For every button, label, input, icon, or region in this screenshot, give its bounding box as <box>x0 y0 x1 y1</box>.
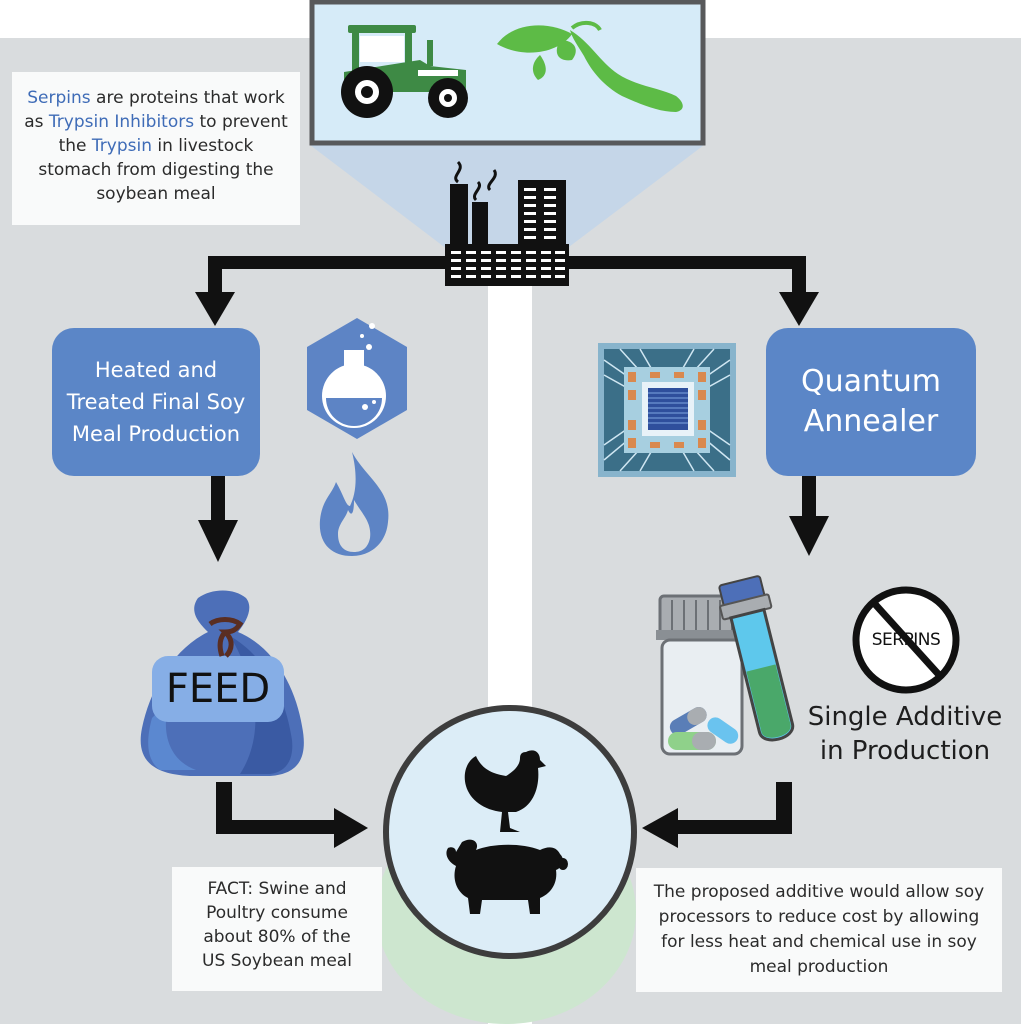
soybean-plant-icon <box>497 21 683 112</box>
tractor-icon <box>341 25 468 118</box>
pill-jar-icon <box>656 594 748 756</box>
serpins-term: Serpins <box>27 88 91 108</box>
no-serpins-icon <box>852 586 960 694</box>
serpins-info-box: Serpins are proteins that work as Trypsi… <box>12 72 300 225</box>
feed-bag-icon <box>140 590 304 776</box>
heated-process-label: Heated and Treated Final Soy Meal Produc… <box>66 358 246 446</box>
test-tube-icon <box>718 575 794 742</box>
trypsin-term: Trypsin <box>91 136 152 156</box>
additive-label-line1: Single Additive <box>807 702 1003 732</box>
trypsin-inhibitors-term: Trypsin Inhibitors <box>48 112 195 132</box>
pig-icon <box>446 839 568 914</box>
flame-icon <box>319 452 389 556</box>
flask-icon <box>307 318 407 439</box>
quantum-annealer-box: Quantum Annealer <box>766 328 976 476</box>
feed-label: FEED <box>165 666 271 712</box>
field-window <box>309 0 706 146</box>
light-cone <box>310 145 704 265</box>
proposal-box: The proposed additive would allow soy pr… <box>636 868 1002 992</box>
info-text-2: to prevent the <box>58 112 288 156</box>
down-arrow-left <box>198 476 238 562</box>
chicken-icon <box>464 750 546 832</box>
down-arrow-right <box>789 476 829 556</box>
info-text-1: are proteins that work as <box>24 88 285 132</box>
quantum-annealer-label: Quantum Annealer <box>800 364 942 439</box>
additive-label-line2: in Production <box>819 736 991 766</box>
fact-box: FACT: Swine and Poultry consume about 80… <box>172 867 382 991</box>
additive-label: Single Additive in Production <box>800 700 1010 768</box>
quantum-chip-icon <box>598 343 736 477</box>
factory-icon <box>445 160 569 286</box>
arrow-feed-to-animals <box>216 782 368 848</box>
no-serpins-text: SERPINS <box>871 630 941 650</box>
info-text-3: in livestock stomach from digesting the … <box>38 136 274 204</box>
proposal-text: The proposed additive would allow soy pr… <box>653 882 985 977</box>
split-arrows <box>195 256 819 326</box>
heated-process-box: Heated and Treated Final Soy Meal Produc… <box>52 328 260 476</box>
arrow-additive-to-animals <box>642 782 792 848</box>
fact-text: FACT: Swine and Poultry consume about 80… <box>202 879 352 971</box>
